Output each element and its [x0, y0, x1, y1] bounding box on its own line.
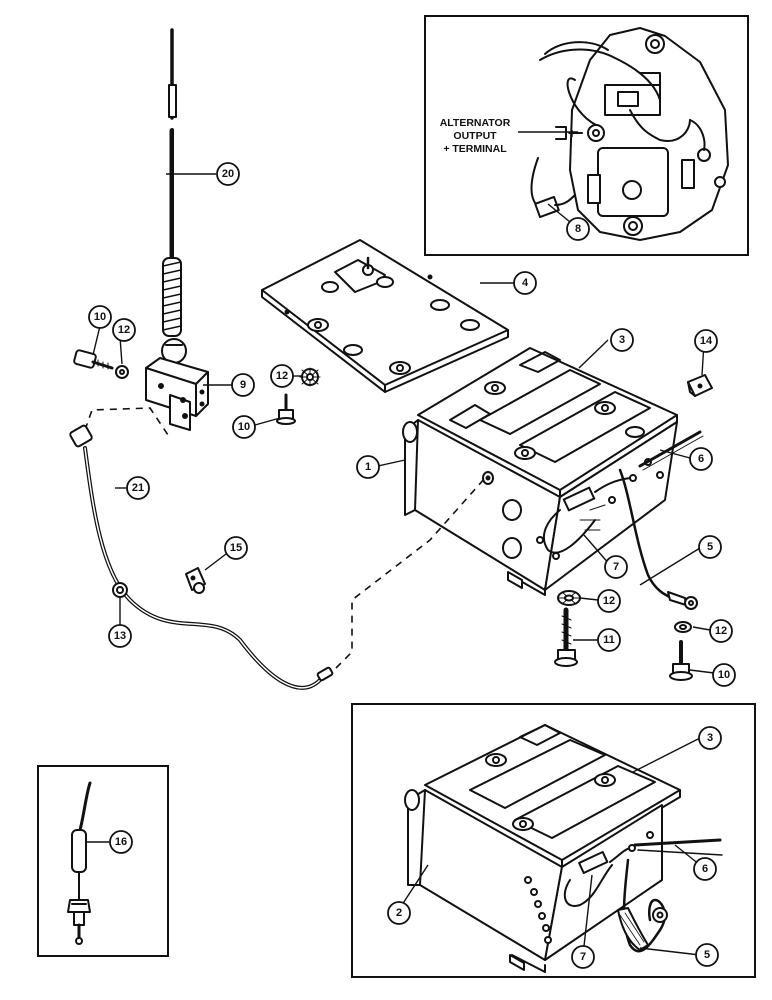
callout-14-label: 14 — [700, 335, 713, 347]
callout-12-mid-label: 12 — [276, 370, 288, 382]
callout-3-inset: 3 — [698, 726, 722, 750]
callout-9: 9 — [231, 373, 255, 397]
callout-11: 11 — [597, 628, 621, 652]
antenna-lead-inset-frame — [37, 765, 169, 957]
callout-16: 16 — [109, 830, 133, 854]
callout-5-main: 5 — [698, 535, 722, 559]
antenna-lead-drawing — [67, 781, 92, 945]
plus-sign: + — [568, 125, 576, 141]
callout-7-inset: 7 — [571, 945, 595, 969]
callout-7-inset-label: 7 — [580, 951, 586, 963]
callout-8-label: 8 — [575, 223, 581, 235]
callout-16-label: 16 — [115, 836, 127, 848]
callout-15: 15 — [224, 536, 248, 560]
callout-10-mid: 10 — [232, 415, 256, 439]
callout-3-inset-label: 3 — [707, 732, 713, 744]
washer-12-right — [674, 621, 692, 633]
callout-21: 21 — [126, 476, 150, 500]
callout-20-label: 20 — [222, 168, 234, 180]
callout-6-inset: 6 — [693, 857, 717, 881]
screw-11 — [554, 607, 578, 667]
callout-10-left: 10 — [88, 305, 112, 329]
callout-6-main: 6 — [689, 447, 713, 471]
alternator-label-line-1: ALTERNATOR — [440, 117, 511, 129]
leader-lines — [86, 173, 715, 956]
alternator-drawing: + — [518, 27, 729, 241]
callout-10-right-label: 10 — [718, 669, 730, 681]
antenna-cable — [69, 407, 486, 690]
clip-14 — [687, 374, 713, 397]
callout-5-inset-label: 5 — [704, 949, 710, 961]
callout-3-main: 3 — [610, 328, 634, 352]
alternator-output-label: ALTERNATOR OUTPUT + TERMINAL — [440, 117, 511, 155]
callout-6-main-label: 6 — [698, 453, 704, 465]
callout-12-left: 12 — [112, 318, 136, 342]
alternator-inset-frame — [424, 15, 749, 256]
screw-10-right — [669, 640, 693, 681]
callout-3-main-label: 3 — [619, 334, 625, 346]
callout-2-label: 2 — [396, 907, 402, 919]
grommet-13 — [112, 582, 128, 598]
callout-9-label: 9 — [240, 379, 246, 391]
callout-10-left-label: 10 — [94, 311, 106, 323]
callout-5-inset: 5 — [695, 943, 719, 967]
callout-2: 2 — [387, 901, 411, 925]
callout-7-main: 7 — [604, 555, 628, 579]
callout-8: 8 — [566, 217, 590, 241]
star-washer-12-mid — [299, 367, 321, 387]
callout-12-low-label: 12 — [603, 595, 615, 607]
star-washer-12-low — [557, 590, 581, 606]
callout-12-low: 12 — [597, 589, 621, 613]
alternate-radio-inset-frame — [351, 703, 756, 978]
callout-1: 1 — [356, 455, 380, 479]
callout-13: 13 — [108, 624, 132, 648]
callout-13-label: 13 — [114, 630, 126, 642]
radio-unit-inset — [404, 724, 723, 973]
callout-4-label: 4 — [522, 277, 529, 289]
screw-10-left — [73, 349, 114, 370]
cable-clamp-15 — [185, 567, 206, 594]
antenna-spring — [162, 257, 182, 337]
callout-5-main-label: 5 — [707, 541, 713, 553]
washer-12-left — [115, 365, 129, 379]
callout-12-right-label: 12 — [715, 625, 727, 637]
callout-15-label: 15 — [230, 542, 242, 554]
callout-12-mid: 12 — [270, 364, 294, 388]
radio-unit — [402, 347, 704, 610]
callout-6-inset-label: 6 — [702, 863, 708, 875]
callout-1-label: 1 — [365, 461, 371, 473]
callout-4: 4 — [513, 271, 537, 295]
alternator-label-line-2: OUTPUT — [453, 130, 497, 142]
antenna-drawing — [145, 28, 209, 431]
callout-11-label: 11 — [603, 634, 615, 646]
callout-20: 20 — [216, 162, 240, 186]
callout-21-label: 21 — [132, 482, 144, 494]
callout-7-main-label: 7 — [613, 561, 619, 573]
callout-10-right: 10 — [712, 663, 736, 687]
callout-12-right: 12 — [709, 619, 733, 643]
alternator-label-line-3: + TERMINAL — [443, 143, 507, 155]
callout-12-left-label: 12 — [118, 324, 130, 336]
screw-10-mid — [276, 393, 296, 425]
callout-10-mid-label: 10 — [238, 421, 250, 433]
callout-14: 14 — [694, 329, 718, 353]
mounting-plate — [261, 239, 509, 393]
